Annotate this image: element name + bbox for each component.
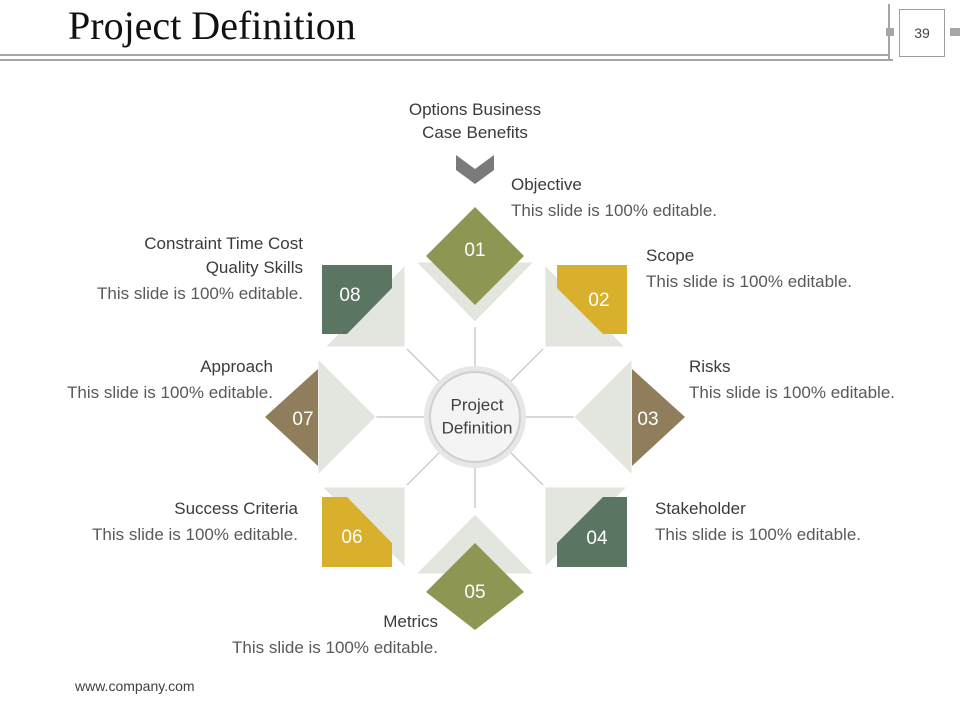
panel-07 <box>317 357 377 477</box>
tile-02 <box>557 265 627 334</box>
tile-08-number: 08 <box>339 285 360 306</box>
tile-07 <box>265 369 318 466</box>
header-rule-bottom <box>0 59 893 61</box>
tile-01 <box>426 207 524 305</box>
header-rule-knob-right <box>950 28 960 36</box>
item-04-desc: This slide is 100% editable. <box>655 525 862 544</box>
item-01-desc: This slide is 100% editable. <box>511 201 718 220</box>
item-01-title: Objective <box>511 175 582 194</box>
item-06-label: Success Criteria This slide is 100% edit… <box>20 496 298 548</box>
top-callout-line2: Case Benefits <box>422 123 528 142</box>
top-callout-line1: Options Business <box>408 100 542 119</box>
center-label-line1: Project <box>451 395 504 414</box>
tile-01-number: 01 <box>464 240 485 261</box>
center-label-line2: Definition <box>442 418 513 437</box>
item-05-desc: This slide is 100% editable. <box>231 638 438 657</box>
center-hub-inner <box>429 371 521 463</box>
item-05-label: Metrics This slide is 100% editable. <box>160 609 438 661</box>
item-02-desc: This slide is 100% editable. <box>646 272 853 291</box>
item-06-title: Success Criteria <box>174 499 298 518</box>
header-rule-top <box>0 54 890 56</box>
item-03-title: Risks <box>689 357 731 376</box>
tile-07-number: 07 <box>292 409 313 430</box>
item-01-label: Objective This slide is 100% editable. <box>511 172 717 224</box>
tile-03-number: 03 <box>637 409 658 430</box>
tile-05-number: 05 <box>464 582 485 603</box>
footer-url: www.company.com <box>75 678 195 694</box>
item-08-label: Constraint Time Cost Quality Skills This… <box>20 231 303 307</box>
tile-03 <box>632 369 685 466</box>
item-08-desc: This slide is 100% editable. <box>96 284 303 303</box>
tile-04-number: 04 <box>586 528 608 549</box>
slide-title: Project Definition <box>68 3 356 48</box>
top-callout: Options Business Case Benefits <box>375 97 575 146</box>
tile-06-number: 06 <box>341 527 362 548</box>
page-number: 39 <box>899 9 945 57</box>
chevron-down-icon <box>456 155 494 184</box>
item-08-title-line2: Quality Skills <box>205 258 303 277</box>
tile-06 <box>322 497 392 567</box>
tile-04 <box>557 497 627 567</box>
item-02-title: Scope <box>646 246 695 265</box>
item-07-desc: This slide is 100% editable. <box>66 383 273 402</box>
item-02-label: Scope This slide is 100% editable. <box>646 243 852 295</box>
tile-02-number: 02 <box>588 290 609 311</box>
tile-05 <box>426 543 524 630</box>
item-04-title: Stakeholder <box>655 499 746 518</box>
item-07-label: Approach This slide is 100% editable. <box>0 354 273 406</box>
item-04-label: Stakeholder This slide is 100% editable. <box>655 496 861 548</box>
tile-08 <box>322 265 392 334</box>
item-06-desc: This slide is 100% editable. <box>91 525 298 544</box>
item-03-label: Risks This slide is 100% editable. <box>689 354 895 406</box>
item-05-title: Metrics <box>383 612 438 631</box>
panel-03 <box>573 357 633 477</box>
header-rule-knob-left <box>886 28 894 36</box>
item-03-desc: This slide is 100% editable. <box>689 383 896 402</box>
item-08-title-line1: Constraint Time Cost <box>144 234 303 253</box>
item-07-title: Approach <box>200 357 273 376</box>
